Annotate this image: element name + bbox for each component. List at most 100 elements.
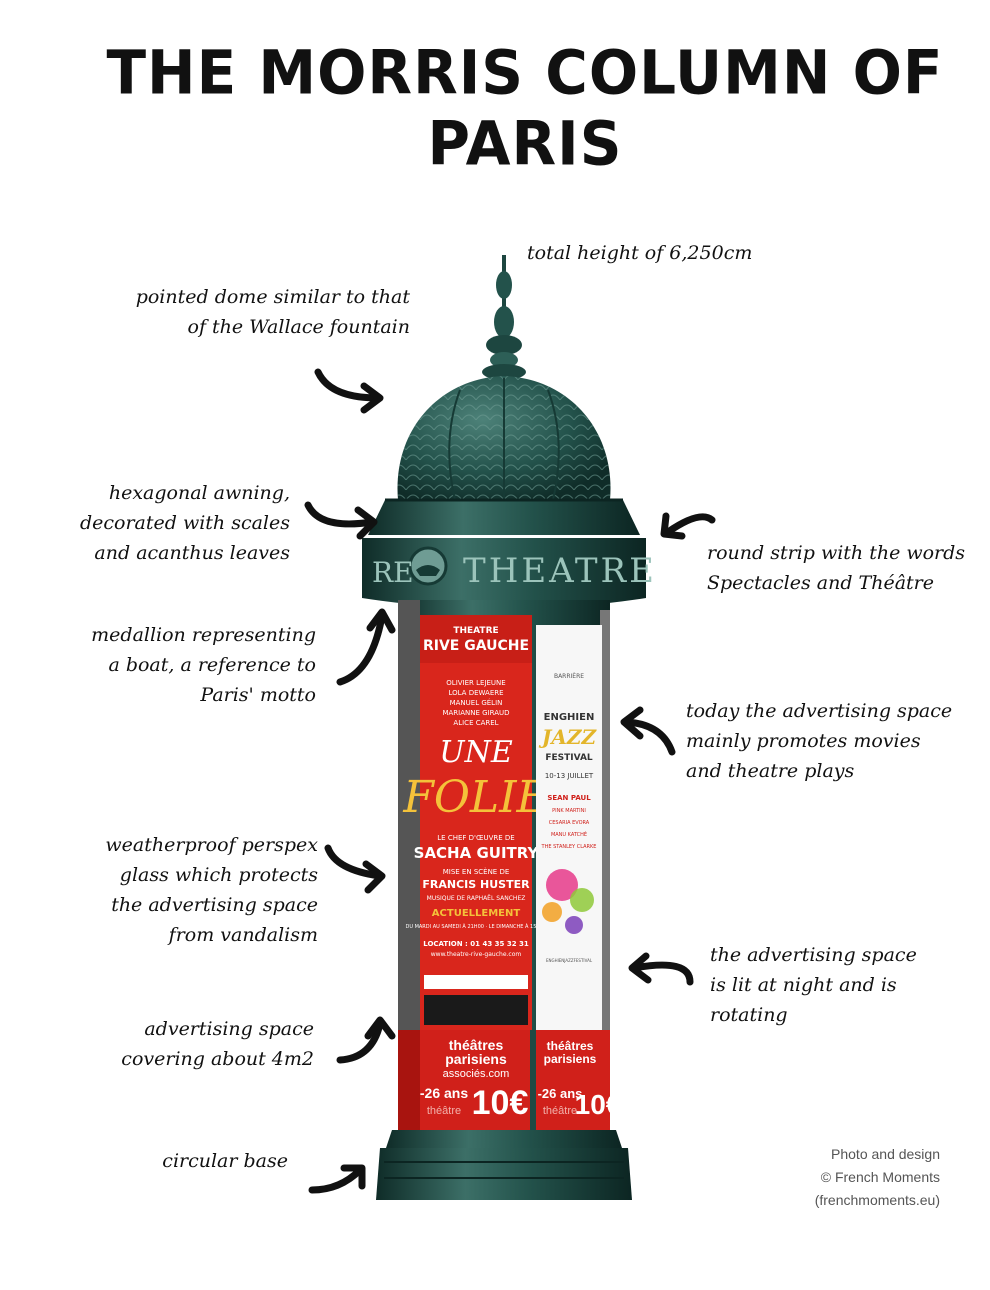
note-circular-base: circular base: [60, 1146, 288, 1176]
ad-offer: -26 ans: [420, 1085, 468, 1101]
photo-credit: Photo and design © French Moments (frenc…: [790, 1143, 940, 1212]
ad-offer-sub-right: théâtre: [543, 1105, 577, 1117]
note-line: today the advertising space: [686, 700, 953, 722]
note-advertising-today: today the advertising space mainly promo…: [686, 696, 952, 786]
note-pointed-dome: pointed dome similar to that of the Wall…: [110, 282, 410, 342]
poster-location: LOCATION : 01 43 35 32 31: [423, 940, 529, 948]
poster-venue: RIVE GAUCHE: [423, 638, 529, 654]
note-line: is lit at night and is: [710, 974, 897, 996]
arrow-lit: [628, 952, 694, 986]
arrow-base: [308, 1164, 366, 1194]
page-title: THE MORRIS COLUMN OF PARIS: [106, 36, 944, 180]
poster-une-folie: THEATRE RIVE GAUCHE OLIVIER LEJEUNE LOLA…: [402, 615, 549, 1030]
spire: [482, 255, 526, 380]
poster-website: www.theatre-rive-gauche.com: [431, 951, 522, 958]
ad-offer-right: -26 ans: [538, 1086, 583, 1101]
note-line: from vandalism: [168, 924, 318, 946]
poster-header: THEATRE: [453, 626, 498, 636]
arrow-advert-today: [620, 706, 676, 756]
band-text: THEATRE: [463, 551, 657, 591]
credit-line: (frenchmoments.eu): [814, 1192, 940, 1208]
note-line: mainly promotes movies: [686, 730, 921, 752]
ad-brand-2-right: parisiens: [544, 1052, 597, 1066]
note-line: and acanthus leaves: [94, 542, 290, 564]
poster-cast-3: MANUEL GÉLIN: [450, 698, 503, 707]
note-round-strip: round strip with the words Spectacles an…: [707, 538, 965, 598]
note-total-height: total height of 6,250cm: [527, 238, 752, 268]
note-line: the advertising space: [111, 894, 318, 916]
jazz-act-2: PINK MARTINI: [552, 808, 586, 814]
note-line: of the Wallace fountain: [187, 316, 411, 338]
arrow-medallion: [336, 608, 396, 686]
poster-schedule: DU MARDI AU SAMEDI À 21H00 · LE DIMANCHE…: [405, 923, 546, 930]
jazz-line1: ENGHIEN: [544, 712, 595, 723]
arrow-glass: [324, 844, 386, 894]
note-lit-rotating: the advertising space is lit at night an…: [710, 940, 917, 1030]
jazz-act-3: CESARIA EVORA: [549, 820, 590, 826]
band-text-left: RE: [372, 556, 414, 589]
hexagonal-awning: [368, 498, 640, 535]
arrow-strip: [660, 512, 716, 540]
circular-base: [376, 1130, 632, 1200]
poster-status: ACTUELLEMENT: [432, 908, 521, 919]
ad-price: 10€: [472, 1084, 529, 1122]
jazz-line3: FESTIVAL: [545, 753, 593, 763]
note-line: medallion representing: [91, 624, 316, 646]
arrow-dome: [314, 368, 384, 414]
note-line: circular base: [162, 1150, 288, 1172]
jazz-footer: ENGHIENJAZZFESTIVAL: [546, 958, 593, 963]
jazz-line2: JAZZ: [538, 725, 598, 749]
poster-music: MUSIQUE DE RAPHAËL SANCHEZ: [427, 895, 526, 902]
note-line: and theatre plays: [686, 760, 855, 782]
dome: [397, 376, 611, 501]
round-strip: THEATRE RE: [362, 538, 657, 609]
jazz-act-4: MANU KATCHÉ: [551, 830, 587, 838]
note-line: decorated with scales: [79, 512, 290, 534]
note-line: round strip with the words: [707, 542, 966, 564]
ad-offer-sub: théâtre: [427, 1105, 461, 1117]
ad-strip: théâtres parisiens associés.com -26 ans …: [398, 1030, 622, 1130]
credit-line: © French Moments: [820, 1169, 940, 1185]
credit-line: Photo and design: [831, 1146, 940, 1162]
jazz-act-5: THE STANLEY CLARKE: [541, 844, 597, 850]
poster-cast-5: ALICE CAREL: [453, 719, 498, 727]
poster-author-prefix: LE CHEF D'ŒUVRE DE: [437, 834, 514, 842]
note-line: Spectacles and Théâtre: [707, 572, 934, 594]
poster-title-folie: FOLIE: [402, 772, 548, 823]
note-perspex-glass: weatherproof perspex glass which protect…: [60, 830, 318, 950]
poster-cast-2: LOLA DEWAERE: [448, 689, 503, 697]
note-line: glass which protects: [119, 864, 318, 886]
note-line: rotating: [710, 1004, 788, 1026]
poster-jazz-festival: BARRIÈRE ENGHIEN JAZZ FESTIVAL 10-13 JUI…: [536, 625, 602, 1030]
ad-price-right: 10€: [575, 1089, 622, 1120]
jazz-header: BARRIÈRE: [554, 672, 584, 680]
note-line: hexagonal awning,: [108, 482, 290, 504]
poster-cast-4: MARIANNE GIRAUD: [442, 709, 509, 717]
poster-director-prefix: MISE EN SCÈNE DE: [443, 867, 510, 876]
note-line: the advertising space: [710, 944, 917, 966]
note-line: a boat, a reference to: [108, 654, 316, 676]
ad-brand-3: associés.com: [443, 1068, 510, 1080]
note-hexagonal-awning: hexagonal awning, decorated with scales …: [60, 478, 290, 568]
poster-author: SACHA GUITRY: [414, 844, 540, 862]
poster-title-une: UNE: [439, 735, 513, 770]
note-line: weatherproof perspex: [105, 834, 318, 856]
note-line: pointed dome similar to that: [135, 286, 410, 308]
note-line: total height of 6,250cm: [527, 242, 753, 264]
arrow-area: [336, 1016, 396, 1064]
arrow-awning: [304, 501, 378, 540]
note-line: advertising space: [144, 1018, 314, 1040]
note-medallion: medallion representing a boat, a referen…: [60, 620, 316, 710]
note-line: Paris' motto: [200, 684, 316, 706]
ad-brand-1: théâtres: [449, 1037, 504, 1053]
poster-director: FRANCIS HUSTER: [422, 878, 530, 891]
note-advertising-area: advertising space covering about 4m2: [60, 1014, 314, 1074]
jazz-dates: 10-13 JUILLET: [545, 772, 594, 780]
poster-cast-1: OLIVIER LEJEUNE: [446, 679, 505, 687]
note-line: covering about 4m2: [121, 1048, 314, 1070]
ad-brand-1-right: théâtres: [547, 1039, 594, 1053]
jazz-act-1: SEAN PAUL: [547, 794, 591, 802]
ad-brand-2: parisiens: [445, 1051, 507, 1067]
